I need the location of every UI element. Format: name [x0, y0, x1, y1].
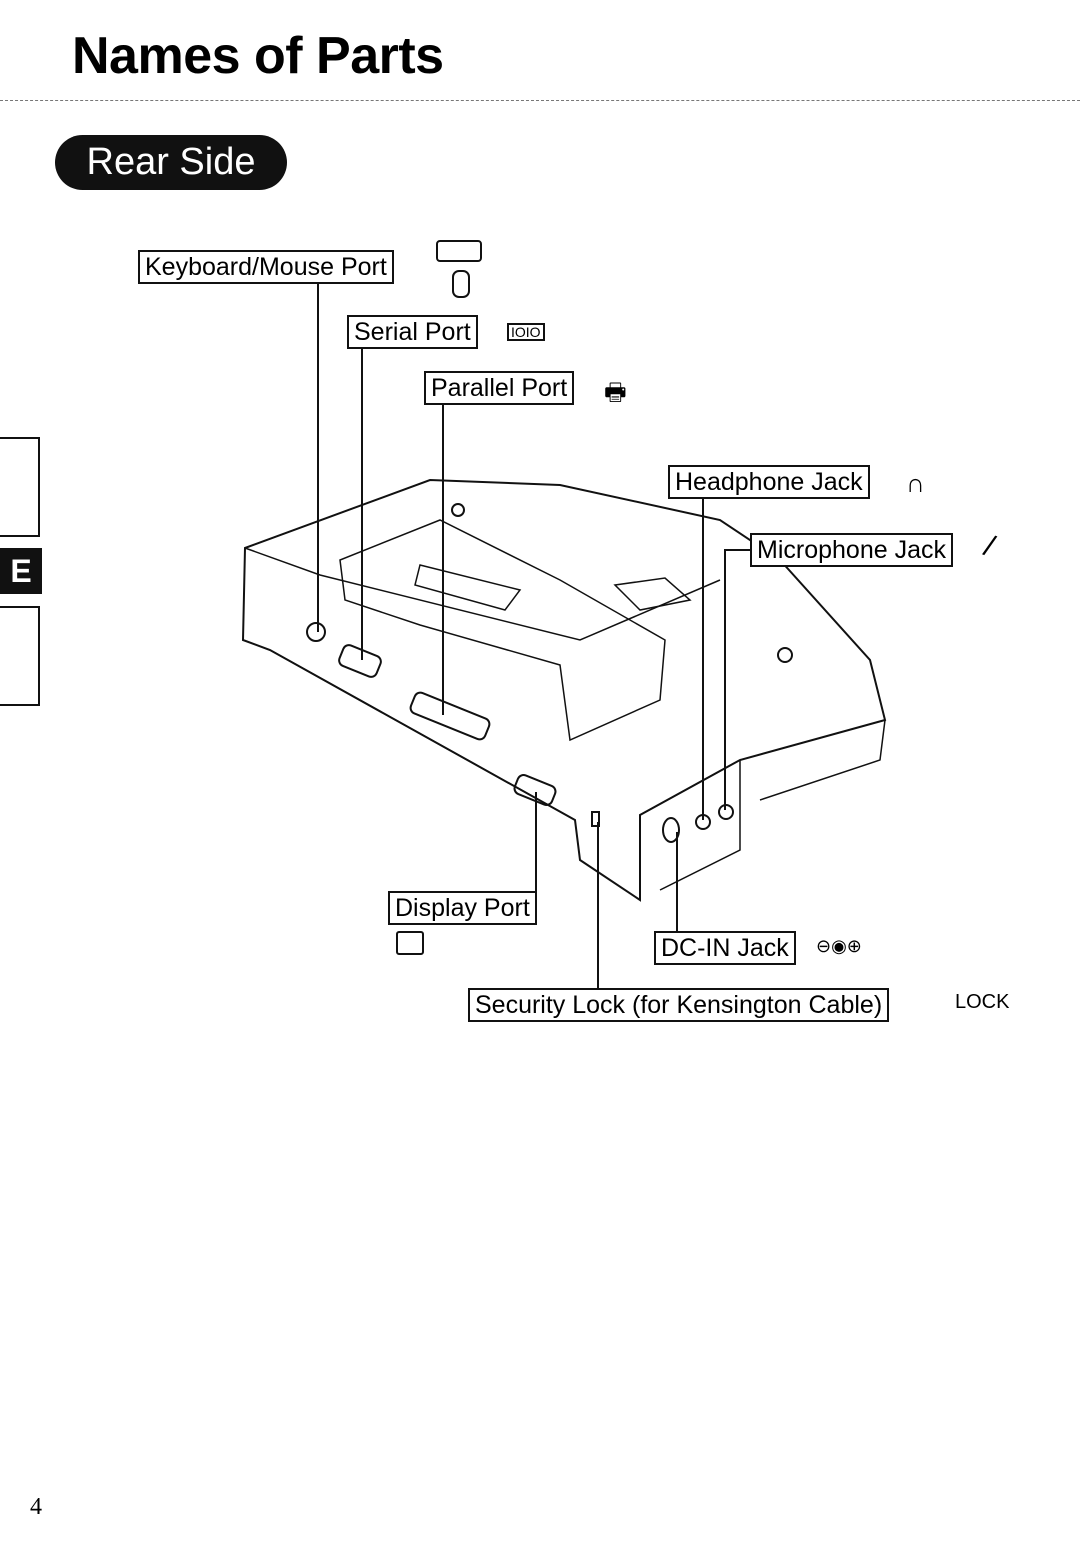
- label-keyboard-mouse-port: Keyboard/Mouse Port: [138, 250, 394, 284]
- side-tab-e: E: [0, 548, 42, 594]
- label-security-lock: Security Lock (for Kensington Cable): [468, 988, 890, 1022]
- serial-icon: IOIO: [507, 323, 545, 341]
- label-parallel-port: Parallel Port: [424, 371, 575, 405]
- display-connector: [513, 774, 557, 806]
- printer-icon: 🖶: [604, 379, 627, 406]
- side-tab-blank: [0, 606, 40, 706]
- mouse-icon: [452, 270, 470, 298]
- label-display-port: Display Port: [388, 891, 537, 925]
- keyboard-icon: [436, 240, 482, 262]
- page-number: 4: [30, 1494, 42, 1520]
- dc-polarity-icon: ⊖◉⊕: [816, 936, 862, 956]
- label-dc-in-jack: DC-IN Jack: [654, 931, 796, 965]
- serial-connector: [338, 644, 382, 678]
- headphone-icon: ∩: [906, 468, 925, 498]
- side-tab-blank: [0, 437, 40, 537]
- label-headphone-jack: Headphone Jack: [668, 465, 870, 499]
- parallel-connector: [409, 691, 491, 741]
- label-serial-port: Serial Port: [347, 315, 478, 349]
- divider: [0, 100, 1080, 101]
- monitor-icon: [396, 931, 424, 955]
- label-microphone-jack: Microphone Jack: [750, 533, 953, 567]
- page-title: Names of Parts: [72, 27, 444, 85]
- ps2-connector: [306, 622, 326, 642]
- section-heading: Rear Side: [55, 135, 287, 190]
- lock-symbol: LOCK: [955, 991, 1010, 1013]
